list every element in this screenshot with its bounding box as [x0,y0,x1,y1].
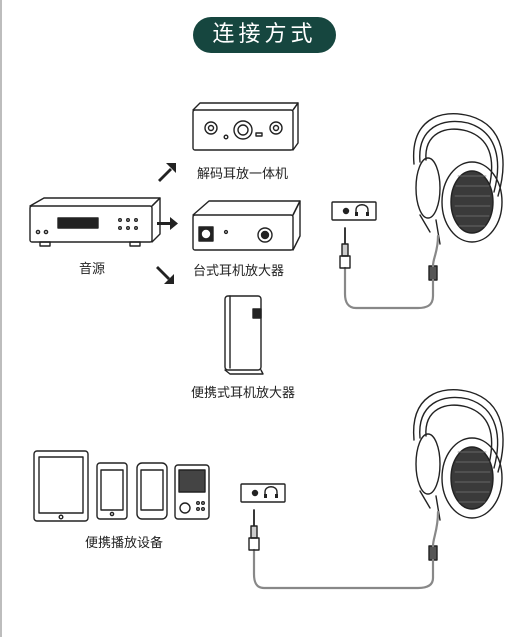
jack-icon [331,201,377,221]
phone-device-2 [136,462,168,520]
headphone-cable [343,266,435,310]
arrow-right-icon [157,217,178,230]
source-player [29,197,161,247]
label-dac-amp: 解码耳放一体机 [197,167,289,182]
music-player-device [174,464,210,520]
dac-amp-device [192,102,299,151]
jack-plug [339,227,351,269]
desktop-amp-device [192,200,301,251]
arrow-up-right-icon [158,163,176,182]
label-portable-player: 便携播放设备 [85,536,164,551]
left-border-line [0,0,2,637]
phone-device [96,462,128,520]
label-source: 音源 [79,262,106,277]
headphone-icon [413,388,504,561]
portable-amp-device [224,295,264,375]
headphone-icon [413,112,504,281]
headphone-cable-2 [252,548,435,590]
jack-plug-2 [248,509,260,551]
tablet-device [33,450,89,522]
label-portable-amp: 便携式耳机放大器 [191,386,296,401]
arrow-down-right-icon [156,266,174,284]
page-title: 连接方式 [193,17,336,53]
label-desktop-amp: 台式耳机放大器 [193,264,285,279]
jack-icon [240,483,286,503]
